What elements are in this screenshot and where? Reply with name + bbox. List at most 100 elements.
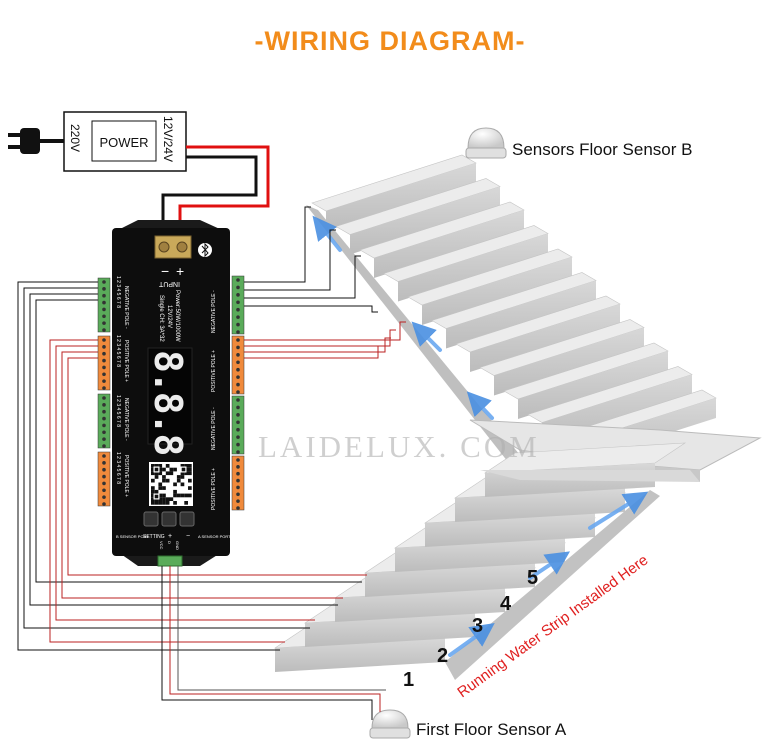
sensor-b-icon [467, 127, 505, 149]
qr-cell [165, 497, 170, 501]
qr-cell [180, 482, 185, 487]
stair-riser [275, 638, 445, 672]
qr-cell [184, 471, 188, 476]
pin-numbers: 1 2 3 4 5 6 7 8 [115, 395, 121, 427]
pin-numbers: 1 2 3 4 5 6 7 8 [115, 452, 121, 484]
sensor-wires [161, 566, 386, 720]
pole-label: POSITIVE POLE + [123, 340, 129, 382]
flow-arrow [588, 491, 649, 530]
qr-cell [173, 493, 177, 498]
qr-cell [169, 471, 174, 476]
step-wire [244, 305, 378, 313]
terminal-screw [176, 241, 188, 253]
minus-button[interactable] [179, 511, 195, 527]
qr-cell [158, 501, 163, 505]
qr-cell [176, 478, 181, 483]
qr-cell [151, 471, 155, 476]
step-wire [29, 293, 338, 606]
step-wires [17, 206, 406, 651]
plug-prong [8, 145, 20, 149]
stair-top-ledge [480, 470, 700, 482]
step-wire [244, 206, 311, 283]
pole-label: POSITIVE POLE + [211, 468, 217, 510]
flow-arrow [411, 321, 442, 352]
step-number: 5 [527, 567, 538, 589]
step-wire [67, 357, 367, 576]
lower-staircase [273, 442, 700, 680]
qr-cell [154, 489, 159, 494]
b-sensor-port-label: B SENSOR PORT [116, 534, 149, 539]
stair-riser [398, 233, 548, 302]
qr-cell [184, 493, 188, 498]
spec-line: 12V/24V [166, 305, 172, 328]
qr-cell [151, 478, 155, 483]
a-sensor-port-label: A SENSOR PORT [198, 534, 231, 539]
page-title: -WIRING DIAGRAM- [254, 26, 526, 56]
step-wire [17, 281, 280, 651]
qr-cell [188, 486, 192, 490]
qr-cell [188, 464, 192, 468]
stair-riser [518, 351, 668, 419]
qr-finder [154, 467, 159, 472]
terminal-block [97, 451, 111, 507]
port-label: D [167, 541, 172, 544]
qr-cell [165, 471, 170, 476]
output-voltage-label: 12V/24V [161, 116, 175, 162]
sensor-a-wire [161, 566, 373, 720]
qr-cell [151, 464, 155, 468]
qr-cell [173, 467, 177, 472]
sensor-a-base [369, 727, 411, 739]
sensor-a-icon [371, 709, 409, 729]
step-wire [49, 339, 285, 643]
pole-label: POSITIVE POLE + [123, 455, 129, 497]
plus-button[interactable] [161, 511, 177, 527]
qr-cell [158, 486, 163, 490]
stair-riser [446, 280, 596, 349]
terminal-screw [158, 241, 170, 253]
terminal-block [97, 393, 111, 449]
qr-code [149, 462, 193, 506]
plus-label: + [168, 533, 172, 540]
qr-cell [158, 467, 163, 472]
qr-cell [151, 501, 155, 505]
step-number: 4 [500, 593, 512, 615]
plug-prong [8, 133, 20, 137]
qr-cell [165, 501, 170, 505]
qr-cell [151, 467, 155, 472]
stair-stringer [445, 490, 660, 680]
step-wire [244, 337, 391, 353]
spec-line: Power:50W/1000W [174, 290, 180, 342]
stair-riser [305, 613, 475, 647]
pole-label: NEGATIVE POLE - [211, 290, 217, 333]
step-wire [55, 345, 315, 621]
stair-riser [326, 163, 476, 231]
step-wire [244, 345, 384, 359]
step-wire [244, 229, 336, 291]
qr-cell [184, 501, 188, 505]
setting-button[interactable] [143, 511, 159, 527]
stair-riser [350, 186, 500, 255]
qr-cell [151, 489, 155, 494]
step-wire [244, 329, 396, 347]
stair-riser [395, 538, 565, 572]
step-wire [23, 287, 310, 629]
qr-cell [173, 501, 177, 505]
qr-cell [188, 493, 192, 498]
qr-cell [162, 478, 166, 483]
flow-arrow [448, 623, 495, 657]
pole-label: NEGATIVE POLE - [123, 398, 129, 441]
mounting-ear-top [118, 220, 222, 230]
stair-riser [335, 588, 505, 622]
qr-cell [165, 478, 170, 483]
input-voltage-label: 220V [68, 124, 82, 152]
stair-riser [374, 210, 524, 278]
pin-numbers: 1 2 3 4 5 6 7 8 [115, 276, 121, 308]
sensor-a-label: First Floor Sensor A [416, 720, 567, 739]
sensor-connector [157, 555, 183, 567]
stair-riser [425, 513, 595, 547]
input-label: INPUT [158, 280, 180, 287]
qr-cell [162, 486, 166, 490]
qr-cell [180, 493, 185, 498]
minus-label: − [186, 533, 190, 540]
